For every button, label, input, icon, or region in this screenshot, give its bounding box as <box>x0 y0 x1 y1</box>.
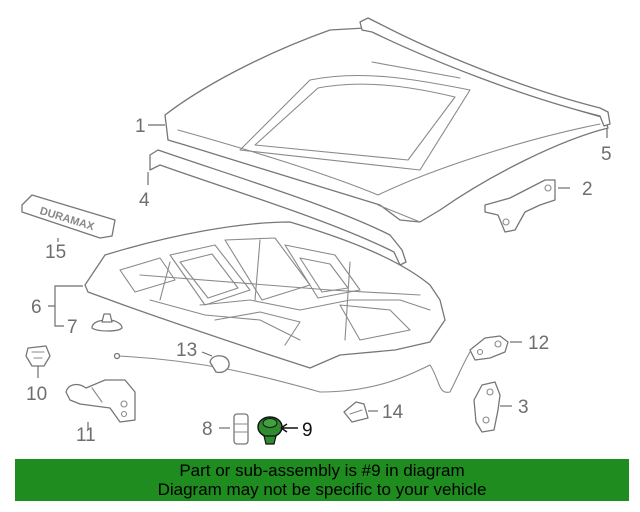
callout-13: 13 <box>176 340 197 361</box>
callout-15: 15 <box>45 242 66 263</box>
callout-12: 12 <box>528 333 549 354</box>
callout-2: 2 <box>582 179 593 200</box>
part-14-bumper-pad <box>343 401 378 423</box>
part-5-hood-rear-seal <box>359 17 611 138</box>
notice-banner: Part or sub-assembly is #9 in diagram Di… <box>15 459 629 501</box>
callout-9: 9 <box>302 420 313 441</box>
part-10-clip <box>25 345 51 367</box>
part-13-release-cable <box>113 351 471 393</box>
part-1-hood-panel <box>164 27 609 223</box>
callout-1: 1 <box>135 116 146 137</box>
part-15-duramax-emblem: DURAMAX <box>21 194 116 239</box>
callout-4: 4 <box>139 190 150 211</box>
part-12-hood-latch <box>469 335 522 361</box>
callout-6: 6 <box>31 297 42 318</box>
part-4-hood-front-seal <box>147 149 407 266</box>
callout-8: 8 <box>202 419 213 440</box>
callout-5: 5 <box>601 144 612 165</box>
part-3-latch-support <box>473 381 512 433</box>
leader-6-7 <box>48 285 83 327</box>
part-6-hood-inner-panel <box>84 221 446 369</box>
callout-11: 11 <box>76 425 96 446</box>
part-11-hood-hinge <box>65 379 136 423</box>
part-2-hinge-bracket <box>484 179 570 233</box>
callout-10: 10 <box>26 384 47 405</box>
callout-7: 7 <box>67 317 78 338</box>
notice-line-2: Diagram may not be specific to your vehi… <box>157 480 487 499</box>
part-8-bumper-stop <box>219 413 249 445</box>
notice-line-1: Part or sub-assembly is #9 in diagram <box>179 461 465 480</box>
callout-14: 14 <box>382 402 404 423</box>
part-9-highlighted <box>257 416 298 445</box>
part-7-hood-bumper <box>91 313 123 332</box>
callout-3: 3 <box>518 397 529 418</box>
